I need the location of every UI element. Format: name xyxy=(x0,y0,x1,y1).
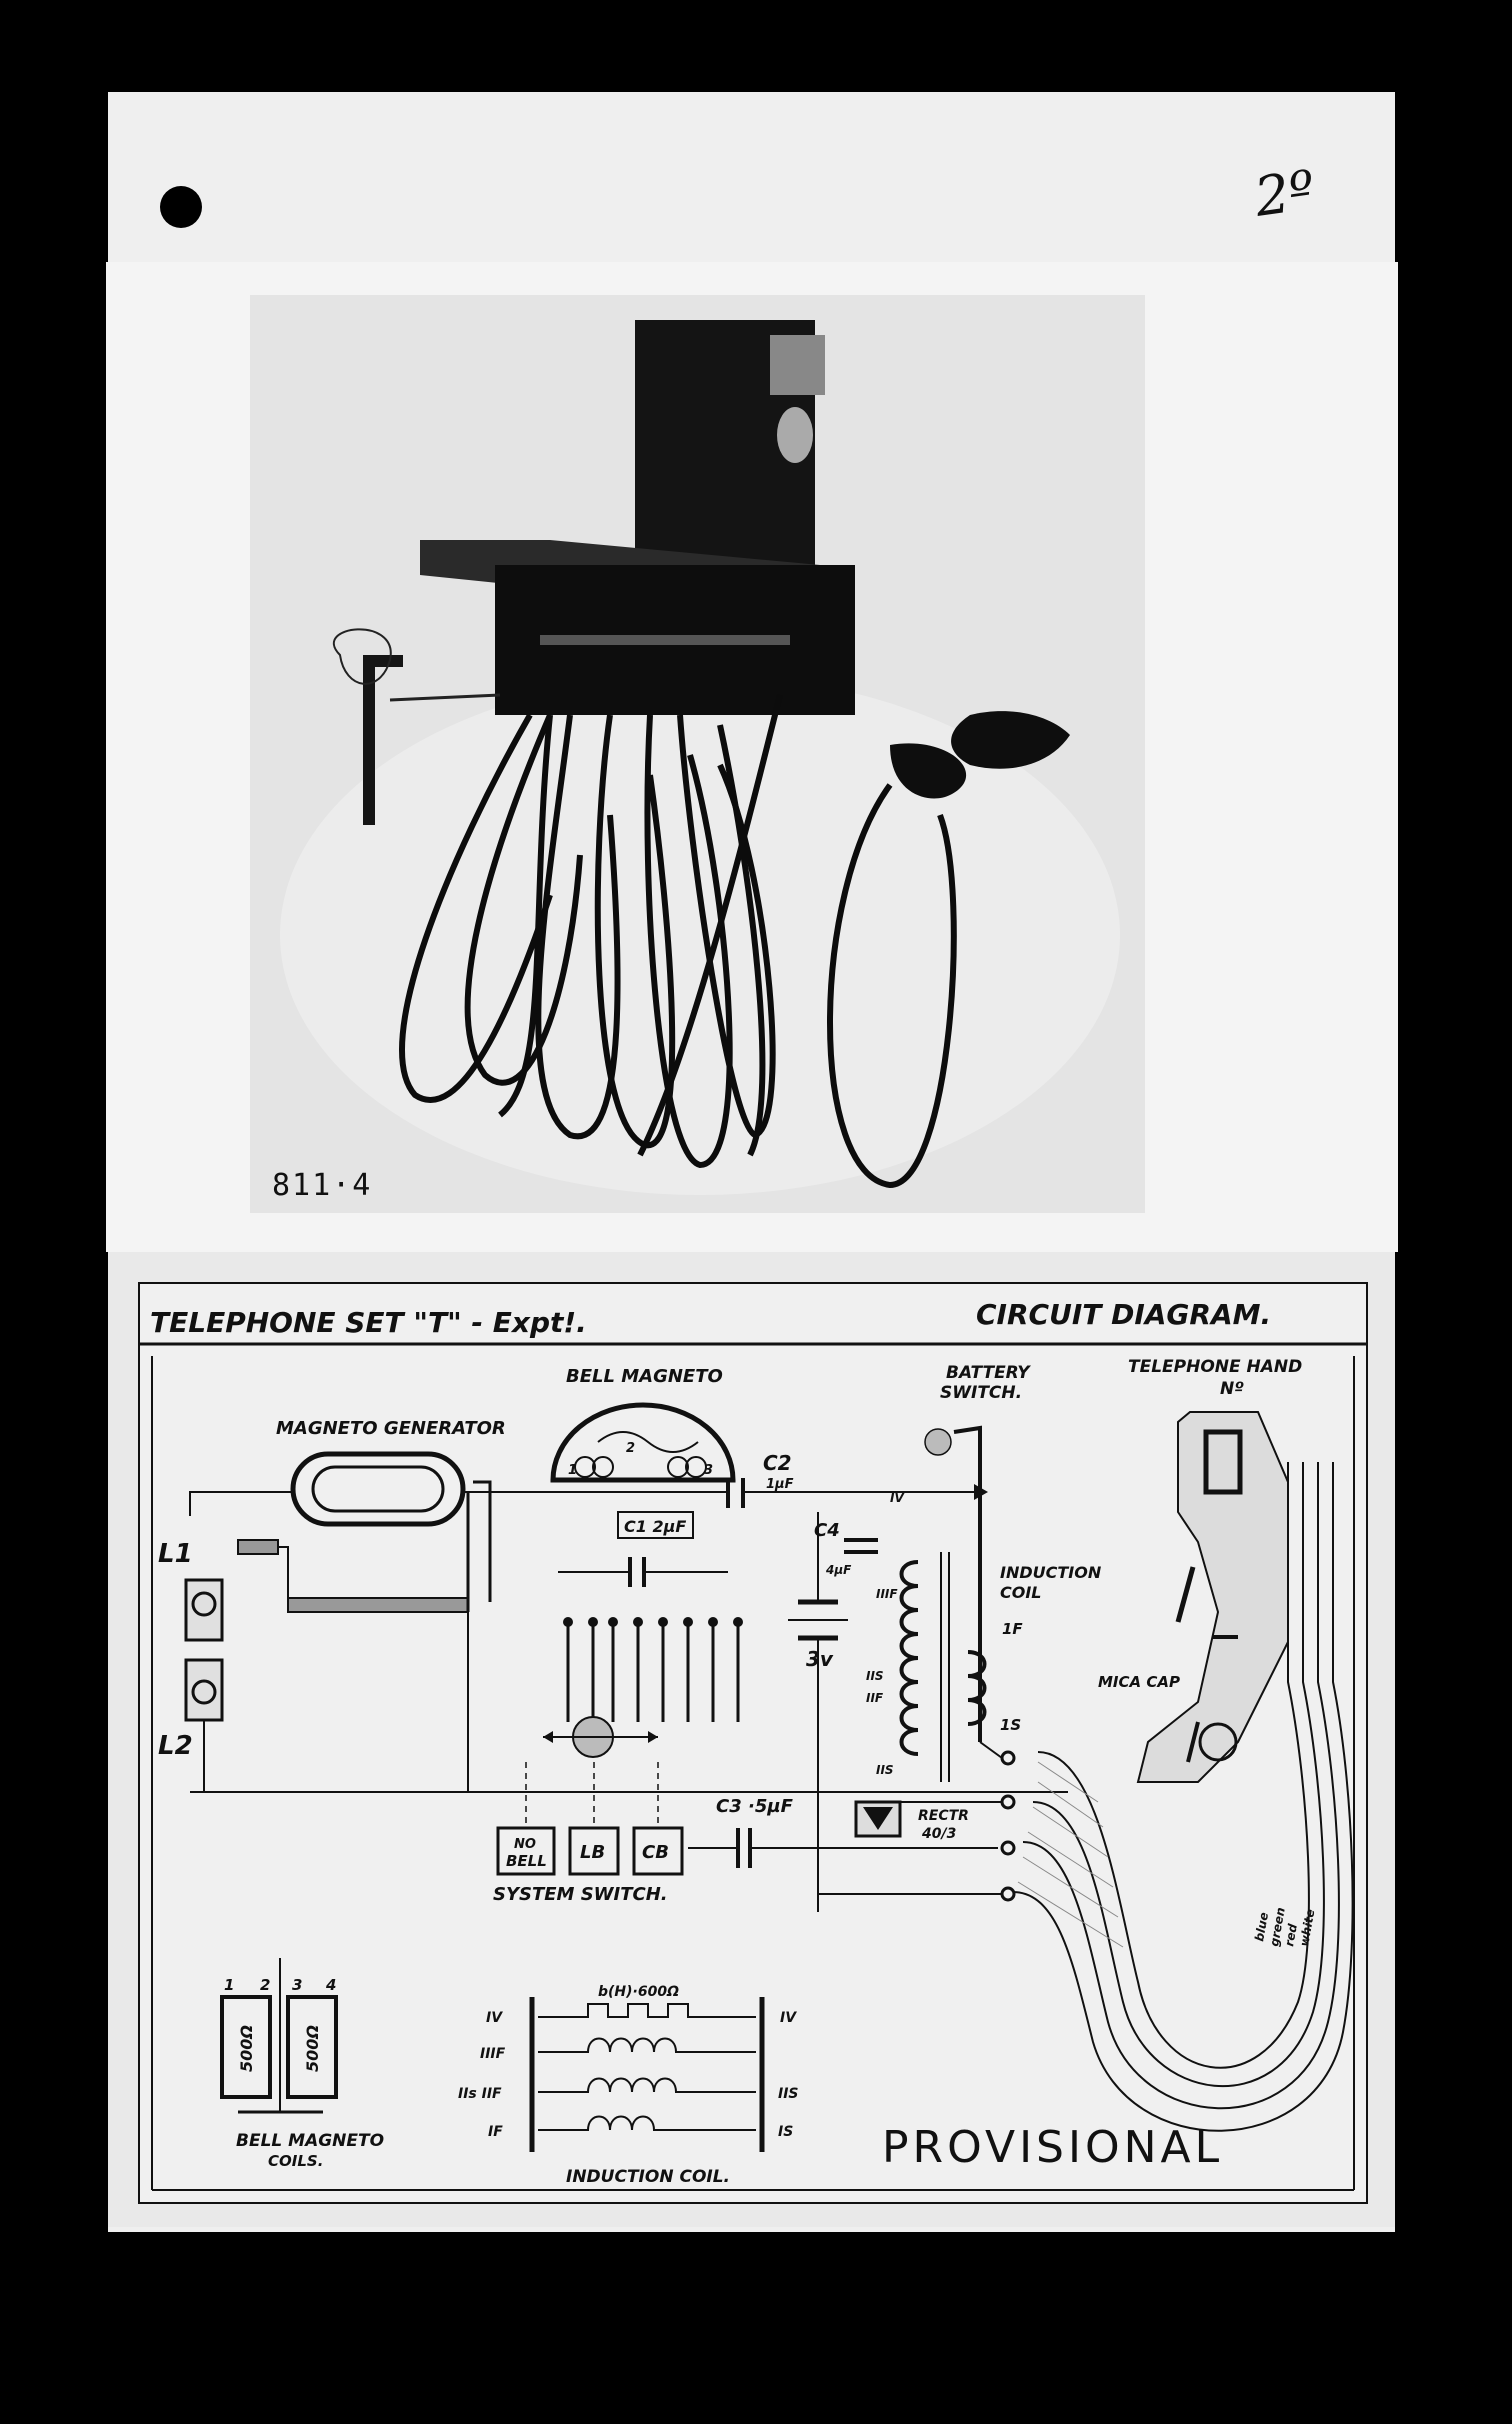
label-coil-num-4: 4 xyxy=(325,1976,336,1994)
label-cb: CB xyxy=(642,1842,669,1863)
label-ic-r-iv: IV xyxy=(780,2010,797,2026)
telephone-set-photo xyxy=(250,295,1145,1213)
cb-button xyxy=(632,1826,684,1876)
handset-outline xyxy=(1136,1411,1289,1783)
bell-magneto-symbol xyxy=(550,1402,736,1483)
label-battery-switch-1: BATTERY xyxy=(946,1363,1031,1383)
label-bell-magneto: BELL MAGNETO xyxy=(566,1366,723,1387)
label-mica-cap: MICA CAP xyxy=(1098,1673,1180,1691)
label-rectifier-2: 40/3 xyxy=(921,1826,956,1842)
diagram-title: TELEPHONE SET "T" - Expt!. xyxy=(150,1306,587,1339)
induction-coil-primary xyxy=(899,1560,919,1756)
no-bell-button xyxy=(496,1826,556,1876)
label-ic-iis: IIs IIF xyxy=(458,2086,502,2102)
label-ic-iv: IV xyxy=(486,2010,503,2026)
punch-hole xyxy=(160,186,202,228)
label-rectifier-1: RECTR xyxy=(918,1808,969,1824)
label-battery-switch-2: SWITCH. xyxy=(940,1383,1022,1403)
label-c3: C3 ·5µF xyxy=(716,1796,794,1817)
label-coil-res-2: 500Ω xyxy=(303,2025,322,2072)
c1-box xyxy=(617,1511,694,1539)
bell-coil-1 xyxy=(220,1995,272,2099)
handset-cord xyxy=(1037,1462,1310,2069)
label-cord-red: red xyxy=(1282,1922,1300,1947)
label-telephone-hand-2: Nº xyxy=(1220,1379,1244,1399)
bm-terminal-3: 3 xyxy=(704,1463,713,1478)
label-iis: IIS xyxy=(866,1669,884,1683)
label-c4: C4 xyxy=(814,1520,840,1541)
label-iis-b: IIS xyxy=(876,1763,894,1777)
label-cord-white: white xyxy=(1297,1908,1317,1947)
terminal-l2 xyxy=(184,1658,224,1722)
bm-terminal-1: 1 xyxy=(568,1463,577,1478)
label-1s: 1S xyxy=(1000,1716,1021,1734)
diagram-subtitle: CIRCUIT DIAGRAM. xyxy=(976,1298,1271,1331)
label-no-bell-2: BELL xyxy=(506,1852,547,1870)
label-iif: IIF xyxy=(866,1691,884,1705)
label-c2-value: 1µF xyxy=(766,1477,794,1492)
label-iv: IV xyxy=(890,1491,905,1505)
bell-coil-2 xyxy=(286,1995,338,2099)
battery-switch-symbol xyxy=(924,1428,952,1456)
label-magneto-generator: MAGNETO GENERATOR xyxy=(276,1418,506,1439)
bm-terminal-2: 2 xyxy=(626,1441,635,1456)
telephone-photo-image xyxy=(250,295,1145,1213)
label-induction-coil-2: COIL xyxy=(1000,1583,1042,1602)
terminal-l1 xyxy=(184,1578,224,1642)
label-lb: LB xyxy=(580,1842,605,1863)
label-bell-magneto-coils-2: COILS. xyxy=(268,2152,323,2170)
provisional-stamp: PROVISIONAL xyxy=(882,2122,1223,2173)
label-ic-bias: b(H)·600Ω xyxy=(598,1984,679,2000)
label-no-bell-1: NO xyxy=(514,1837,536,1852)
label-battery-voltage: 3v xyxy=(806,1647,834,1671)
label-induction-coil-caption: INDUCTION COIL. xyxy=(566,2167,730,2187)
receiver-symbol xyxy=(1203,1429,1243,1495)
label-l2: L2 xyxy=(158,1731,193,1761)
label-l1: L1 xyxy=(158,1539,193,1569)
label-1f: 1F xyxy=(1002,1620,1023,1638)
label-induction-coil-1: INDUCTION xyxy=(1000,1563,1102,1582)
label-bell-magneto-coils-1: BELL MAGNETO xyxy=(236,2131,384,2151)
label-coil-num-3: 3 xyxy=(292,1976,302,1994)
label-ic-if: IF xyxy=(488,2124,503,2140)
label-ic-r-iis: IIS xyxy=(778,2086,799,2102)
photo-number: 811·4 xyxy=(272,1168,373,1203)
label-coil-res-1: 500Ω xyxy=(237,2025,256,2072)
label-coil-num-2: 2 xyxy=(260,1976,270,1994)
circuit-diagram: TELEPHONE SET "T" - Expt!. CIRCUIT DIAGR… xyxy=(138,1282,1368,2204)
magneto-generator-symbol xyxy=(290,1451,466,1527)
label-ic-r-is: IS xyxy=(778,2124,793,2140)
label-iiif: IIIF xyxy=(876,1587,898,1601)
label-ic-iiif: IIIF xyxy=(480,2046,506,2062)
label-c4-value: 4µF xyxy=(825,1563,852,1577)
label-system-switch: SYSTEM SWITCH. xyxy=(493,1884,668,1905)
corner-note: 2º xyxy=(1250,158,1319,229)
microphone-symbol xyxy=(1198,1722,1238,1762)
label-cord-blue: blue xyxy=(1252,1911,1271,1942)
lb-button xyxy=(568,1826,620,1876)
label-cord-green: green xyxy=(1267,1906,1288,1947)
label-telephone-hand-1: TELEPHONE HAND xyxy=(1128,1357,1302,1377)
label-coil-num-1: 1 xyxy=(224,1976,234,1994)
label-c2: C2 xyxy=(763,1451,792,1475)
label-c1: C1 2µF xyxy=(624,1517,686,1536)
